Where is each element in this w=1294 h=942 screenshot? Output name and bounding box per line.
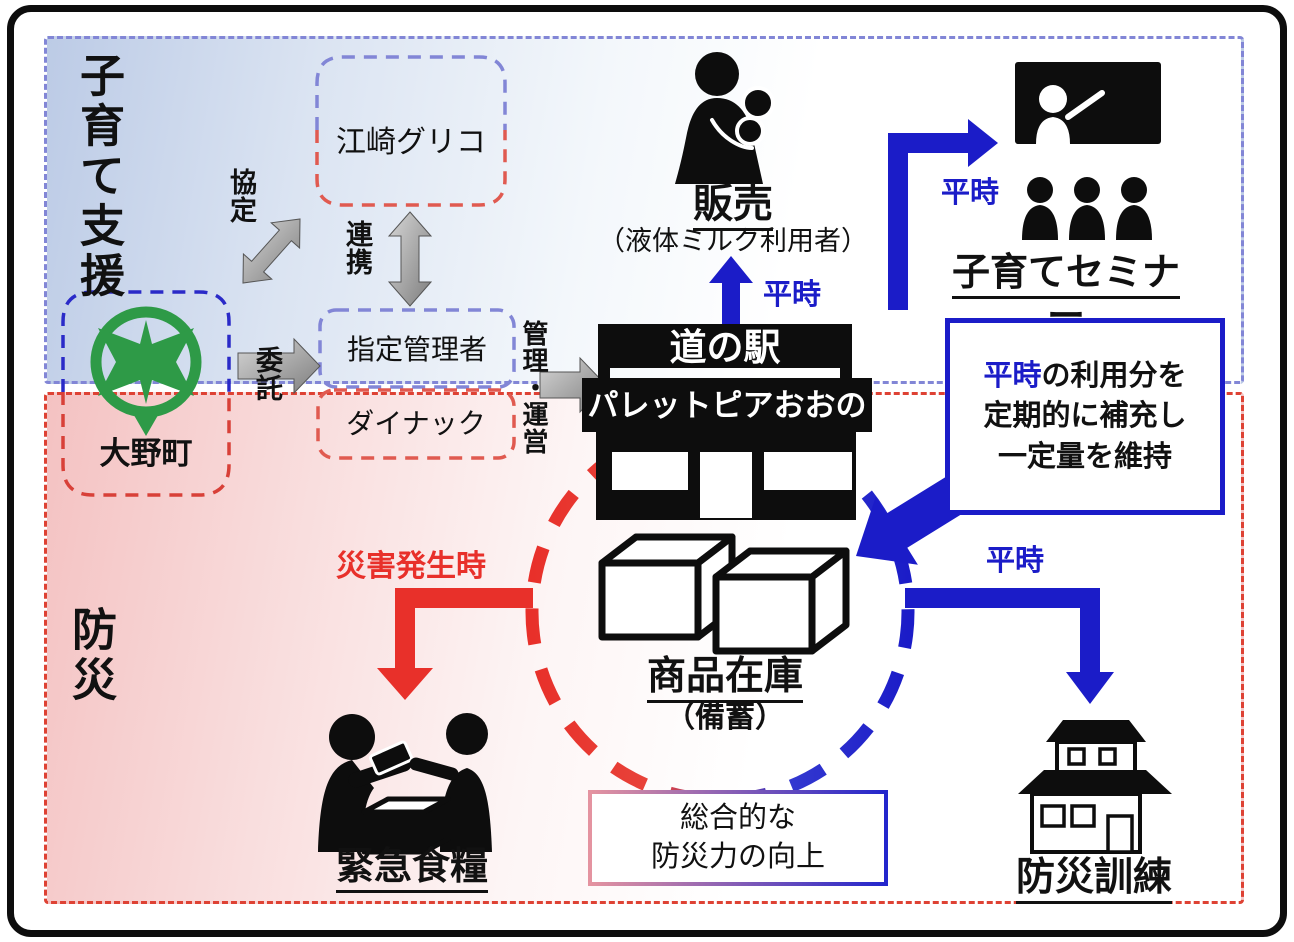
normal-time-sales-label: 平時 [763, 279, 822, 311]
normal-time-seminar-label: 平時 [941, 177, 1000, 209]
sales-sublabel: （液体ミルク利用者） [598, 226, 868, 256]
drill-elbow-arrow [905, 588, 1114, 704]
outer-frame [7, 5, 1287, 937]
replenish-line2: 定期的に補充し [983, 400, 1187, 433]
designated-manager-label: 指定管理者 [346, 334, 487, 365]
entrustment-label: 委託 [252, 346, 282, 402]
replenish-line1: 平時の利用分を [983, 360, 1187, 393]
stock-boxes-icon [598, 533, 850, 655]
ono-town-emblem-icon [90, 306, 202, 436]
replenish-callout: 平時の利用分を 定期的に補充し 一定量を維持 [945, 318, 1225, 515]
emergency-elbow-arrow [377, 588, 533, 700]
ono-town-label: 大野町 [99, 436, 193, 471]
station-name: 道の駅 [669, 327, 781, 368]
glico-box [315, 55, 507, 207]
seminar-classroom-icon [1015, 62, 1161, 240]
disaster-time-label: 災害発生時 [336, 550, 486, 583]
cooperation-label: 連携 [342, 220, 372, 276]
sales-label: 販売 [653, 181, 813, 231]
sales-up-arrow [709, 256, 753, 324]
disaster-region-title: 防災 [65, 606, 116, 706]
station-subname: パレットピアおおの [587, 388, 867, 423]
agreement-double-arrow-icon [242, 218, 301, 284]
stock-label: 商品在庫 [625, 655, 825, 703]
cooperation-double-arrow-icon [387, 211, 433, 307]
designated-manager-box [318, 308, 516, 389]
seminar-elbow-arrow [888, 119, 998, 310]
synergy-callout: 総合的な 防災力の向上 [588, 790, 888, 886]
childcare-region-title: 子育て支援 [73, 52, 124, 302]
management-label: 管理・運営 [519, 320, 549, 455]
dynac-box [316, 388, 516, 460]
synergy-line1: 総合的な [679, 801, 796, 834]
glico-label: 江崎グリコ [336, 126, 486, 159]
synergy-line2: 防災力の向上 [650, 841, 825, 873]
emergency-food-label: 緊急食糧 [312, 846, 512, 893]
agreement-label: 協定 [226, 168, 256, 224]
entrustment-arrow-icon [237, 337, 321, 395]
drill-label: 防災訓練 [994, 856, 1194, 904]
house-icon [1018, 720, 1172, 854]
stock-sublabel: （備蓄） [665, 701, 785, 734]
station-building-icon [582, 324, 872, 520]
food-handout-icon [318, 713, 492, 855]
mother-with-baby-icon [675, 52, 775, 184]
replenish-line3: 一定量を維持 [997, 440, 1172, 473]
normal-time-drill-label: 平時 [986, 545, 1045, 577]
dynac-label: ダイナック [346, 408, 486, 439]
